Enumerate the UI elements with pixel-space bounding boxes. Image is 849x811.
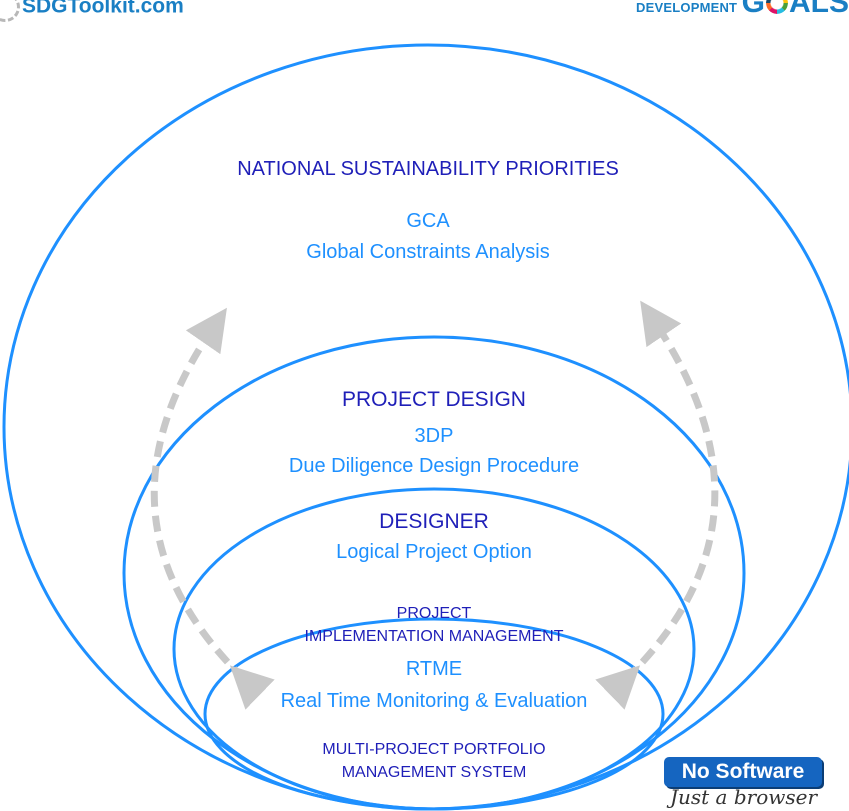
circle-implementation (203, 617, 665, 811)
implementation-subtitle: Real Time Monitoring & Evaluation (281, 690, 588, 712)
sun-logo-icon (0, 0, 20, 22)
project-design-subtitle: Due Diligence Design Procedure (289, 455, 579, 477)
sdg-wheel-icon (766, 0, 788, 14)
site-name: SDGToolkit.com (22, 0, 184, 18)
left-feedback-arrow (150, 307, 275, 710)
implementation-title-line1: PROJECT (397, 605, 472, 622)
just-a-browser-label: Just a browser (670, 785, 818, 809)
portfolio-title-line2: MANAGEMENT SYSTEM (342, 764, 527, 781)
outer-title: NATIONAL SUSTAINABILITY PRIORITIES (237, 158, 619, 180)
sdg-goals-logo: DEVELOPMENT G ALS (636, 0, 849, 20)
designer-title: DESIGNER (379, 510, 489, 533)
sdg-logo-small-text: DEVELOPMENT (636, 0, 738, 15)
portfolio-title-line1: MULTI-PROJECT PORTFOLIO (322, 741, 545, 758)
implementation-acronym: RTME (406, 658, 462, 680)
project-design-acronym: 3DP (415, 425, 454, 447)
sdg-logo-large-right: ALS (789, 0, 849, 19)
circle-designer (172, 487, 696, 811)
implementation-title-line2: IMPLEMENTATION MANAGEMENT (305, 628, 564, 645)
outer-subtitle: Global Constraints Analysis (306, 241, 549, 263)
sdgtoolkit-logo: SDGToolkit.com (0, 0, 184, 22)
no-software-badge: No Software Just a browser (662, 757, 849, 811)
outer-acronym: GCA (406, 210, 450, 232)
sdg-logo-large-left: G (741, 0, 765, 19)
project-design-title: PROJECT DESIGN (342, 388, 526, 411)
right-feedback-arrow (595, 300, 719, 710)
no-software-label: No Software (664, 757, 822, 787)
designer-subtitle: Logical Project Option (336, 541, 532, 563)
